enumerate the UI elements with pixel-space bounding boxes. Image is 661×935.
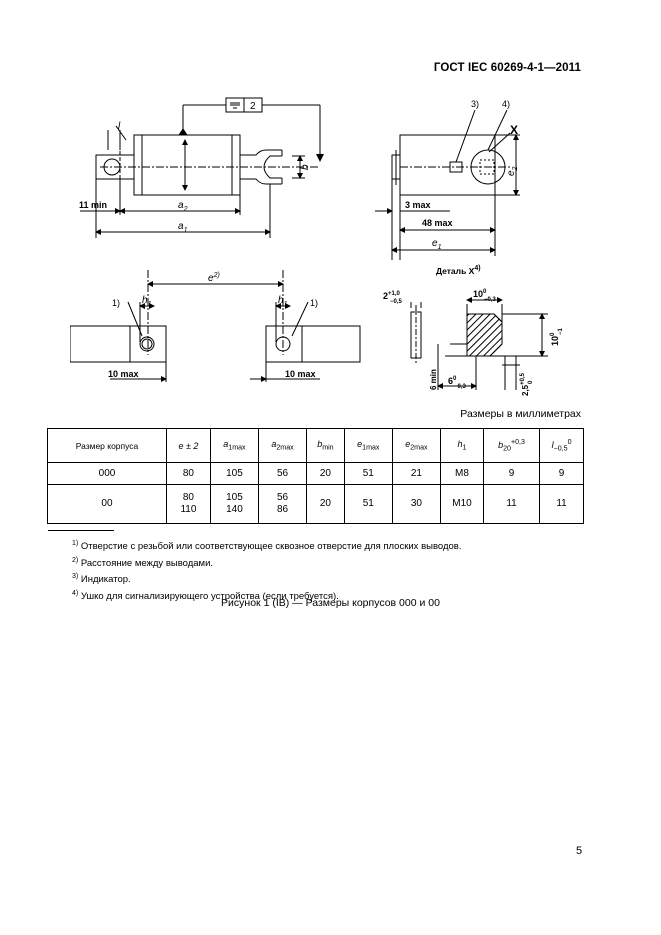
header-l: l−0,50	[539, 428, 584, 463]
callout-1-right: 1)	[310, 298, 318, 308]
table-cell: 80	[165, 462, 211, 485]
header-e: e ± 2	[165, 428, 211, 463]
dim-10-vertical: 100−1	[550, 327, 564, 346]
table-cell: 30	[391, 484, 441, 524]
label-a2: a2	[178, 200, 188, 213]
table-cell: M10	[439, 484, 484, 524]
header-e1max: e1max	[343, 428, 393, 463]
label-l: l	[118, 121, 121, 132]
label-e2: e2	[506, 166, 519, 176]
header-b20: b20+0,3	[482, 428, 541, 463]
table-header-row: Размер корпуса e ± 2 a1max a2max bmin e1…	[47, 428, 584, 463]
table-cell: 20	[306, 462, 345, 485]
label-h1-left: h1	[142, 295, 152, 308]
dimensions-table: Размер корпуса e ± 2 a1max a2max bmin e1…	[47, 428, 584, 524]
footnote-divider	[48, 530, 114, 531]
table-cell: 51	[343, 484, 393, 524]
dim-6-min: 6 min	[429, 369, 438, 390]
footnote-item: 4) Ушко для сигнализирующего устройства …	[72, 589, 339, 603]
header-size: Размер корпуса	[47, 428, 167, 463]
dim-10-horizontal: 100−0,3	[473, 289, 497, 303]
table-cell: 9	[482, 462, 541, 485]
callout-1-left: 1)	[112, 298, 120, 308]
header-h1: h1	[439, 428, 484, 463]
callout-3: 3)	[471, 99, 479, 109]
dim-6: 60−0,3	[448, 376, 467, 390]
table-cell: 00	[47, 484, 167, 524]
label-3-max: 3 max	[405, 200, 431, 210]
tolerance-value: 2	[250, 101, 256, 112]
label-11-min: 11 min	[79, 200, 107, 210]
header-e2max: e2max	[391, 428, 441, 463]
table-cell: 56	[257, 462, 308, 485]
figure-caption: Рисунок 1 (IB) — Размеры корпусов 000 и …	[221, 597, 440, 609]
header-bmin: bmin	[306, 428, 345, 463]
footnote-item: 1) Отверстие с резьбой или соответствующ…	[72, 540, 462, 553]
detail-title: Деталь X4)	[436, 265, 481, 276]
table-row: 000 80 105 56 20 51 21 M8 9 9	[47, 462, 584, 485]
footnote-item: 3) Индикатор.	[72, 573, 131, 586]
label-48-max: 48 max	[422, 218, 453, 228]
table-cell: 9	[539, 462, 584, 485]
label-10-max-left: 10 max	[108, 369, 139, 379]
page-number: 5	[576, 845, 583, 857]
header-a1max: a1max	[209, 428, 259, 463]
table-cell: 11	[539, 484, 584, 524]
label-e1: e1	[432, 238, 442, 251]
label-e-pitch: e2)	[208, 272, 220, 284]
technical-drawing: l b 2 a2 a1 11 min 3) 4) X e2 3 max 48 m…	[70, 97, 564, 396]
table-cell: 11	[482, 484, 541, 524]
units-note: Размеры в миллиметрах	[460, 408, 581, 420]
document-header: ГОСТ IEC 60269-4-1—2011	[433, 62, 581, 74]
front-view-drawing	[375, 109, 520, 260]
label-b: b	[300, 164, 311, 170]
callout-4: 4)	[502, 99, 510, 109]
side-view-drawing	[80, 97, 324, 238]
footnote-item: 2) Расстояние между выводами.	[72, 556, 214, 569]
table-cell: 000	[47, 462, 167, 485]
dim-2: 2+1,0−0,5	[383, 291, 403, 305]
label-h1-right: h1	[278, 295, 288, 308]
label-x: X	[510, 123, 518, 137]
detail-x-drawing	[410, 297, 548, 390]
label-a1: a1	[178, 221, 188, 234]
table-cell: 105	[209, 462, 259, 485]
table-cell: 21	[391, 462, 441, 485]
table-cell: M8	[439, 462, 484, 485]
table-cell: 51	[343, 462, 393, 485]
header-a2max: a2max	[257, 428, 308, 463]
footnotes: 1) Отверстие с резьбой или соответствующ…	[72, 537, 461, 604]
pitch-view-drawing	[70, 270, 361, 382]
table-cell: 20	[306, 484, 345, 524]
label-10-max-right: 10 max	[285, 369, 316, 379]
